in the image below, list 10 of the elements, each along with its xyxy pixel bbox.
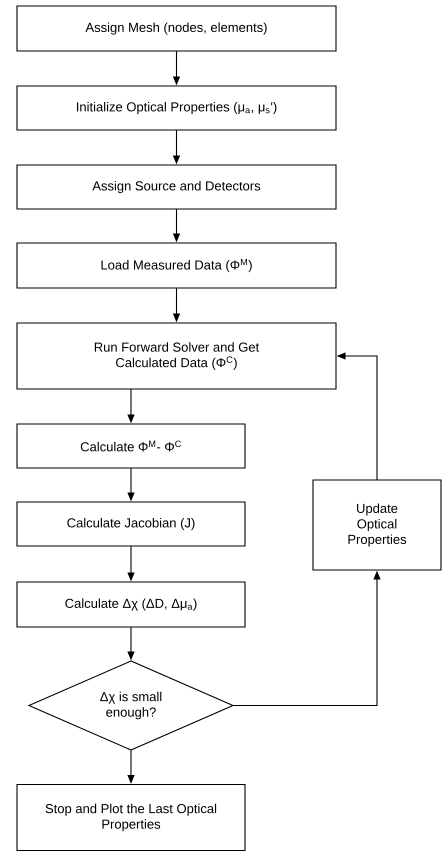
process-box: Load Measured Data (Φ$^{M}$) [16,242,337,289]
process-box: Initialize Optical Properties (μ$_{a}$, μ$_{s}$') [16,85,337,131]
process-box: Calculate Δχ (ΔD, Δμ$_{a}$) [16,581,246,628]
process-box: Assign Mesh (nodes, elements) [16,5,337,52]
process-box: Assign Source and Detectors [16,164,337,210]
process-box: Stop and Plot the Last Optical Properties [16,784,246,852]
process-box: Calculate Φ$^{M}$- Φ$^{C}$ [16,423,246,469]
process-box: Update Optical Properties [312,479,442,571]
process-box: Calculate Jacobian (J) [16,501,246,547]
process-box: Run Forward Solver and Get Calculated Data (Φ$^{C}$) [16,322,337,390]
